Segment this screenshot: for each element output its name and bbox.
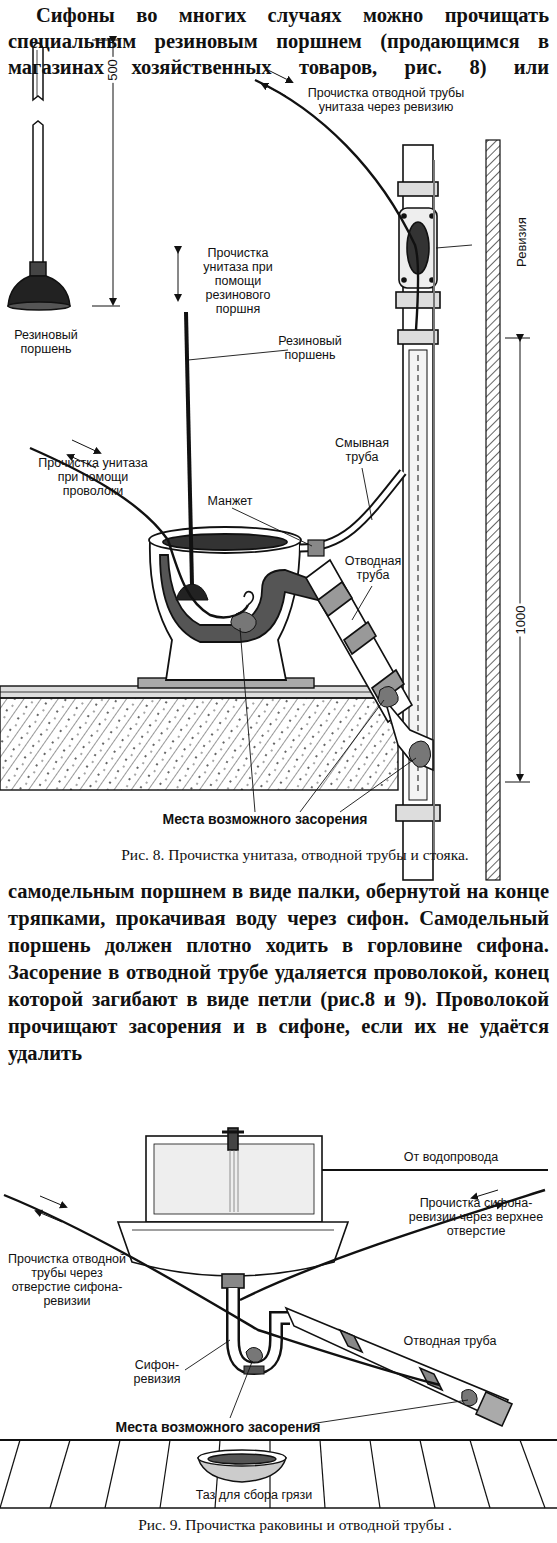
dimension-line [505, 338, 530, 782]
part-name: Ревизия [515, 215, 529, 269]
discharge-pipe [286, 1308, 512, 1426]
floor [0, 678, 398, 790]
callout-text: Прочистка сифона-ревизии через верхнее о… [404, 1196, 548, 1238]
supply-pipe [322, 1169, 548, 1171]
part-name: Сифон-ревизия [124, 1358, 190, 1386]
part-name: Отводная труба [342, 554, 404, 582]
plunger-drawing [8, 43, 70, 310]
callout-text: Прочистка отводной трубы через отверстие… [4, 1252, 130, 1308]
dimension-line [92, 40, 120, 306]
leader-line [185, 1340, 468, 1424]
part-name: Отводная труба [388, 1334, 512, 1348]
part-name: Резиновый поршень [252, 334, 368, 362]
floor [0, 1440, 557, 1508]
blockage [231, 612, 431, 768]
wash-basin [118, 1128, 348, 1288]
dirt-basin [198, 1450, 286, 1482]
callout-text: Прочистка отводной трубы унитаза через р… [306, 86, 466, 114]
callout-text: Места возможного засорения [88, 1420, 348, 1434]
cleaning-wire [30, 440, 253, 617]
plunger-in-toilet [176, 252, 208, 600]
dimension-value: 500 [106, 57, 120, 83]
toilet-bowl [149, 527, 318, 680]
part-name: Манжет [198, 494, 262, 508]
body-paragraph: самодельным поршнем в виде палки, оберну… [8, 878, 549, 1067]
dimension-value: 1000 [514, 604, 528, 637]
discharge-pipe [306, 560, 433, 770]
wall [486, 140, 500, 880]
body-paragraph: Сифоны во многих случаях можно прочищать… [8, 2, 549, 80]
callout-text: Места возможного засорения [130, 812, 400, 826]
callout-text: Прочистка унитаза при помощи проволоки [36, 456, 150, 498]
flush-pipe [300, 472, 403, 556]
blockage [246, 1347, 477, 1406]
callout-text: Прочистка унитаза при помощи резинового … [186, 246, 290, 316]
part-name: От водопровода [386, 1150, 516, 1164]
part-name: Резиновый поршень [0, 328, 92, 356]
figure-caption: Рис. 8. Прочистка унитаза, отводной труб… [40, 846, 550, 864]
part-name: Смывная труба [322, 436, 402, 464]
leader-line [188, 245, 472, 812]
figure-caption: Рис. 9. Прочистка раковины и отводной тр… [40, 1516, 550, 1534]
part-name: Таз для сбора грязи [166, 1488, 342, 1502]
